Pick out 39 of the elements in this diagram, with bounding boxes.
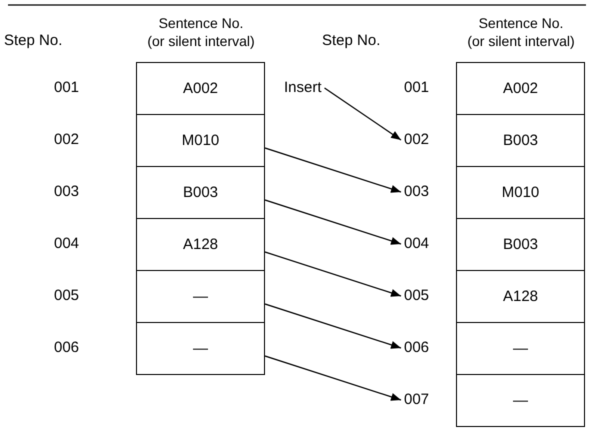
step-number: 005: [404, 287, 430, 305]
step-number: 002: [54, 131, 80, 149]
step-number: 006: [54, 339, 80, 357]
step-number: 004: [404, 235, 430, 253]
table-cell: B003: [136, 166, 265, 219]
arrow: [264, 251, 402, 297]
table-cell: M010: [456, 166, 585, 219]
step-number: 004: [54, 235, 80, 253]
column-header: Sentence No.: [478, 14, 564, 32]
column-header: (or silent interval): [466, 32, 576, 50]
table-cell: —: [456, 374, 585, 427]
step-number: 007: [404, 391, 430, 409]
step-number: 003: [54, 183, 80, 201]
table-cell: B003: [456, 114, 585, 167]
table-cell: A128: [136, 218, 265, 271]
column-header: Step No.: [4, 32, 62, 50]
step-number: 006: [404, 339, 430, 357]
arrow: [264, 303, 402, 349]
arrow: [264, 199, 402, 245]
table-cell: A128: [456, 270, 585, 323]
table-cell: —: [456, 322, 585, 375]
table-cell: A002: [456, 62, 585, 115]
step-number: 001: [54, 79, 80, 97]
arrow: [264, 355, 402, 401]
arrow: [264, 147, 402, 193]
step-number: 005: [54, 287, 80, 305]
step-number: 003: [404, 183, 430, 201]
column-header: (or silent interval): [146, 32, 256, 50]
step-number: 001: [404, 79, 430, 97]
table-cell: —: [136, 270, 265, 323]
arrow: [324, 88, 402, 140]
column-header: Step No.: [322, 32, 380, 50]
column-header: Sentence No.: [158, 14, 244, 32]
step-number: 002: [404, 131, 430, 149]
table-cell: B003: [456, 218, 585, 271]
table-cell: A002: [136, 62, 265, 115]
insert-label: Insert: [284, 79, 322, 97]
table-cell: —: [136, 322, 265, 375]
table-cell: M010: [136, 114, 265, 167]
